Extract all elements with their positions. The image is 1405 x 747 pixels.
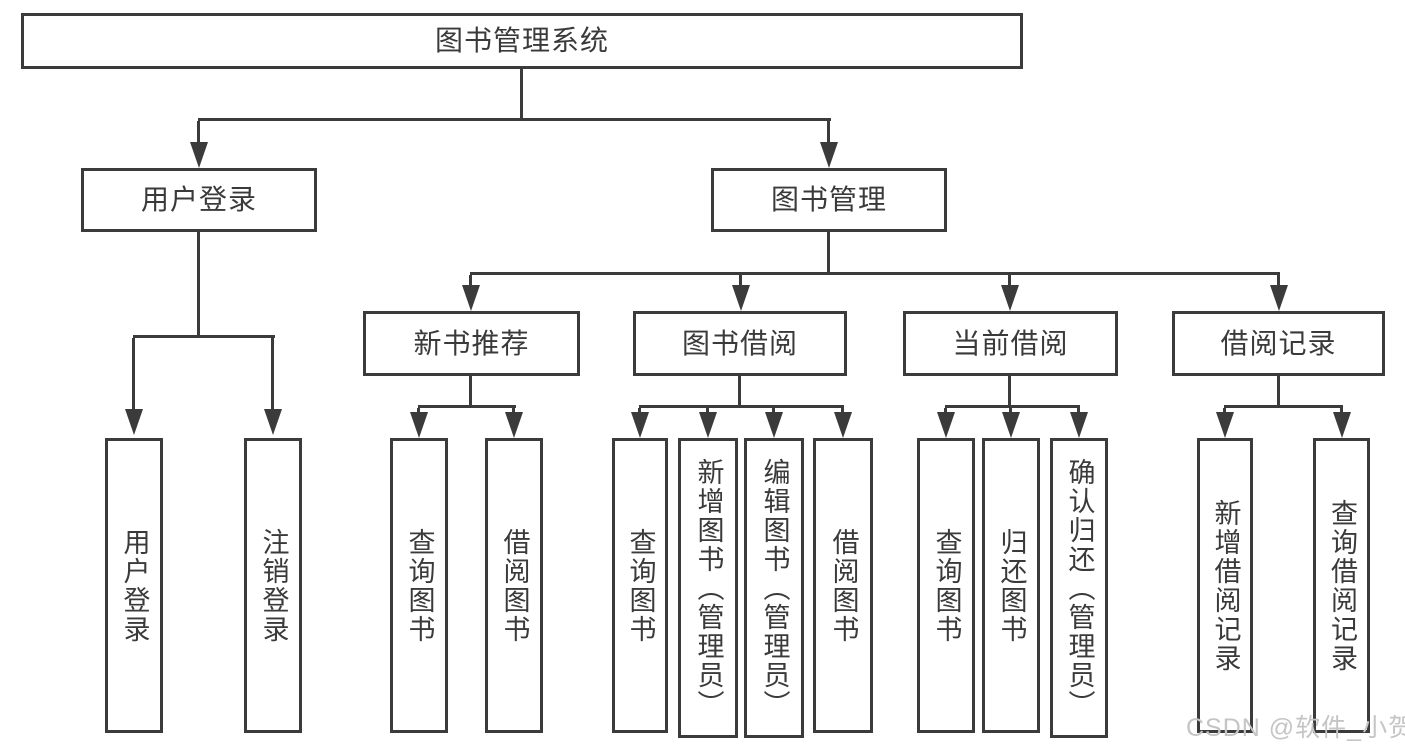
- leaf-bb-query: 查询图书: [612, 438, 668, 733]
- leaf-br-add-label: 新增借阅记录: [1210, 498, 1241, 673]
- arrow-to-cb-return: [1002, 412, 1020, 438]
- leaf-cb-confirm: 确认归还（管理员）: [1050, 438, 1108, 738]
- leaf-bb-edit: 编辑图书（管理员）: [744, 438, 804, 738]
- connector-stub-nr-borrow: [512, 408, 515, 415]
- connector-user-login-stem: [197, 232, 200, 338]
- connector-stub-new-rec: [469, 275, 472, 287]
- leaf-bb-edit-label: 编辑图书（管理员）: [759, 457, 790, 719]
- connector-current-borrow-bar: [945, 405, 1080, 408]
- connector-stub-current-borrow: [1008, 275, 1011, 287]
- leaf-cb-query: 查询图书: [917, 438, 975, 733]
- connector-book-mgmt-stem: [827, 232, 830, 275]
- arrow-to-cb-query: [937, 412, 955, 438]
- leaf-bb-add-label: 新增图书（管理员）: [693, 457, 724, 719]
- connector-stub-leaf-user-login: [132, 338, 135, 411]
- connector-book-mgmt-bar: [470, 272, 1280, 275]
- connector-stub-bb-edit: [772, 408, 775, 415]
- leaf-nr-borrow-label: 借阅图书: [499, 527, 530, 644]
- node-new-rec: 新书推荐: [363, 311, 580, 376]
- connector-stub-cb-query: [944, 408, 947, 415]
- arrow-to-current-borrow: [1001, 285, 1019, 311]
- connector-stub-bb-borrow: [841, 408, 844, 415]
- node-book-borrow-label: 图书借阅: [681, 327, 798, 359]
- node-root-label: 图书管理系统: [434, 25, 609, 56]
- connector-stub-book-mgmt: [827, 121, 830, 144]
- connector-stub-book-borrow: [739, 275, 742, 287]
- leaf-user-login-label: 用户登录: [119, 527, 150, 644]
- leaf-logout: 注销登录: [244, 438, 302, 733]
- leaf-br-query-label: 查询借阅记录: [1327, 498, 1357, 673]
- leaf-nr-query-label: 查询图书: [404, 527, 435, 644]
- leaf-user-login: 用户登录: [105, 438, 163, 733]
- connector-stub-nr-query: [417, 408, 420, 415]
- connector-stub-user-login: [197, 121, 200, 144]
- watermark: CSDN @软件_小贺同学: [1186, 714, 1405, 742]
- leaf-logout-label: 注销登录: [258, 527, 289, 644]
- arrow-to-leaf-user-login: [125, 409, 143, 435]
- connector-current-borrow-stem: [1008, 376, 1011, 408]
- leaf-cb-confirm-label: 确认归还（管理员）: [1064, 457, 1095, 719]
- arrow-to-nr-query: [410, 412, 428, 438]
- node-borrow-records-label: 借阅记录: [1220, 327, 1337, 359]
- arrow-to-leaf-logout: [264, 409, 282, 435]
- connector-stub-cb-return: [1009, 408, 1012, 415]
- connector-book-borrow-bar: [639, 405, 844, 408]
- leaf-bb-borrow-label: 借阅图书: [828, 527, 859, 644]
- connector-user-login-bar: [133, 335, 275, 338]
- connector-root-bar: [198, 118, 831, 121]
- connector-stub-borrow-records: [1277, 275, 1280, 287]
- leaf-cb-return-label: 归还图书: [996, 527, 1027, 644]
- arrow-to-br-add: [1216, 412, 1234, 438]
- arrow-to-bb-borrow: [834, 412, 852, 438]
- node-root: 图书管理系统: [21, 13, 1023, 69]
- connector-book-borrow-stem: [738, 376, 741, 408]
- arrow-to-br-query: [1333, 412, 1351, 438]
- leaf-br-query: 查询借阅记录: [1313, 438, 1370, 733]
- arrow-to-nr-borrow: [505, 412, 523, 438]
- node-new-rec-label: 新书推荐: [413, 327, 530, 359]
- arrow-to-borrow-records: [1270, 285, 1288, 311]
- node-book-borrow: 图书借阅: [633, 311, 847, 376]
- connector-root-stem: [520, 69, 523, 121]
- leaf-nr-borrow: 借阅图书: [485, 438, 543, 733]
- leaf-nr-query: 查询图书: [390, 438, 448, 733]
- leaf-br-add: 新增借阅记录: [1197, 438, 1253, 733]
- leaf-bb-query-label: 查询图书: [625, 527, 656, 644]
- leaf-cb-return: 归还图书: [982, 438, 1040, 733]
- node-user-login: 用户登录: [81, 168, 317, 232]
- connector-borrow-records-stem: [1277, 376, 1280, 408]
- node-book-mgmt: 图书管理: [711, 168, 947, 232]
- node-borrow-records: 借阅记录: [1172, 311, 1385, 376]
- node-book-mgmt-label: 图书管理: [770, 184, 887, 215]
- arrow-to-bb-query: [631, 412, 649, 438]
- connector-stub-bb-query: [638, 408, 641, 415]
- arrow-to-user-login: [190, 142, 208, 168]
- connector-stub-leaf-logout: [271, 338, 274, 411]
- connector-stub-br-query: [1340, 408, 1343, 415]
- leaf-cb-query-label: 查询图书: [931, 527, 962, 644]
- node-user-login-label: 用户登录: [140, 184, 257, 215]
- arrow-to-book-mgmt: [820, 142, 838, 168]
- node-current-borrow: 当前借阅: [903, 311, 1118, 376]
- connector-stub-bb-add: [706, 408, 709, 415]
- arrow-to-cb-confirm: [1070, 412, 1088, 438]
- leaf-bb-add: 新增图书（管理员）: [678, 438, 738, 738]
- connector-borrow-records-bar: [1224, 405, 1343, 408]
- connector-stub-cb-confirm: [1077, 408, 1080, 415]
- arrow-to-book-borrow: [732, 285, 750, 311]
- arrow-to-bb-edit: [765, 412, 783, 438]
- arrow-to-new-rec: [462, 285, 480, 311]
- node-current-borrow-label: 当前借阅: [952, 327, 1069, 359]
- connector-stub-br-add: [1223, 408, 1226, 415]
- arrow-to-bb-add: [699, 412, 717, 438]
- leaf-bb-borrow: 借阅图书: [813, 438, 873, 733]
- connector-new-rec-stem: [469, 376, 472, 408]
- connector-new-rec-bar: [418, 405, 516, 408]
